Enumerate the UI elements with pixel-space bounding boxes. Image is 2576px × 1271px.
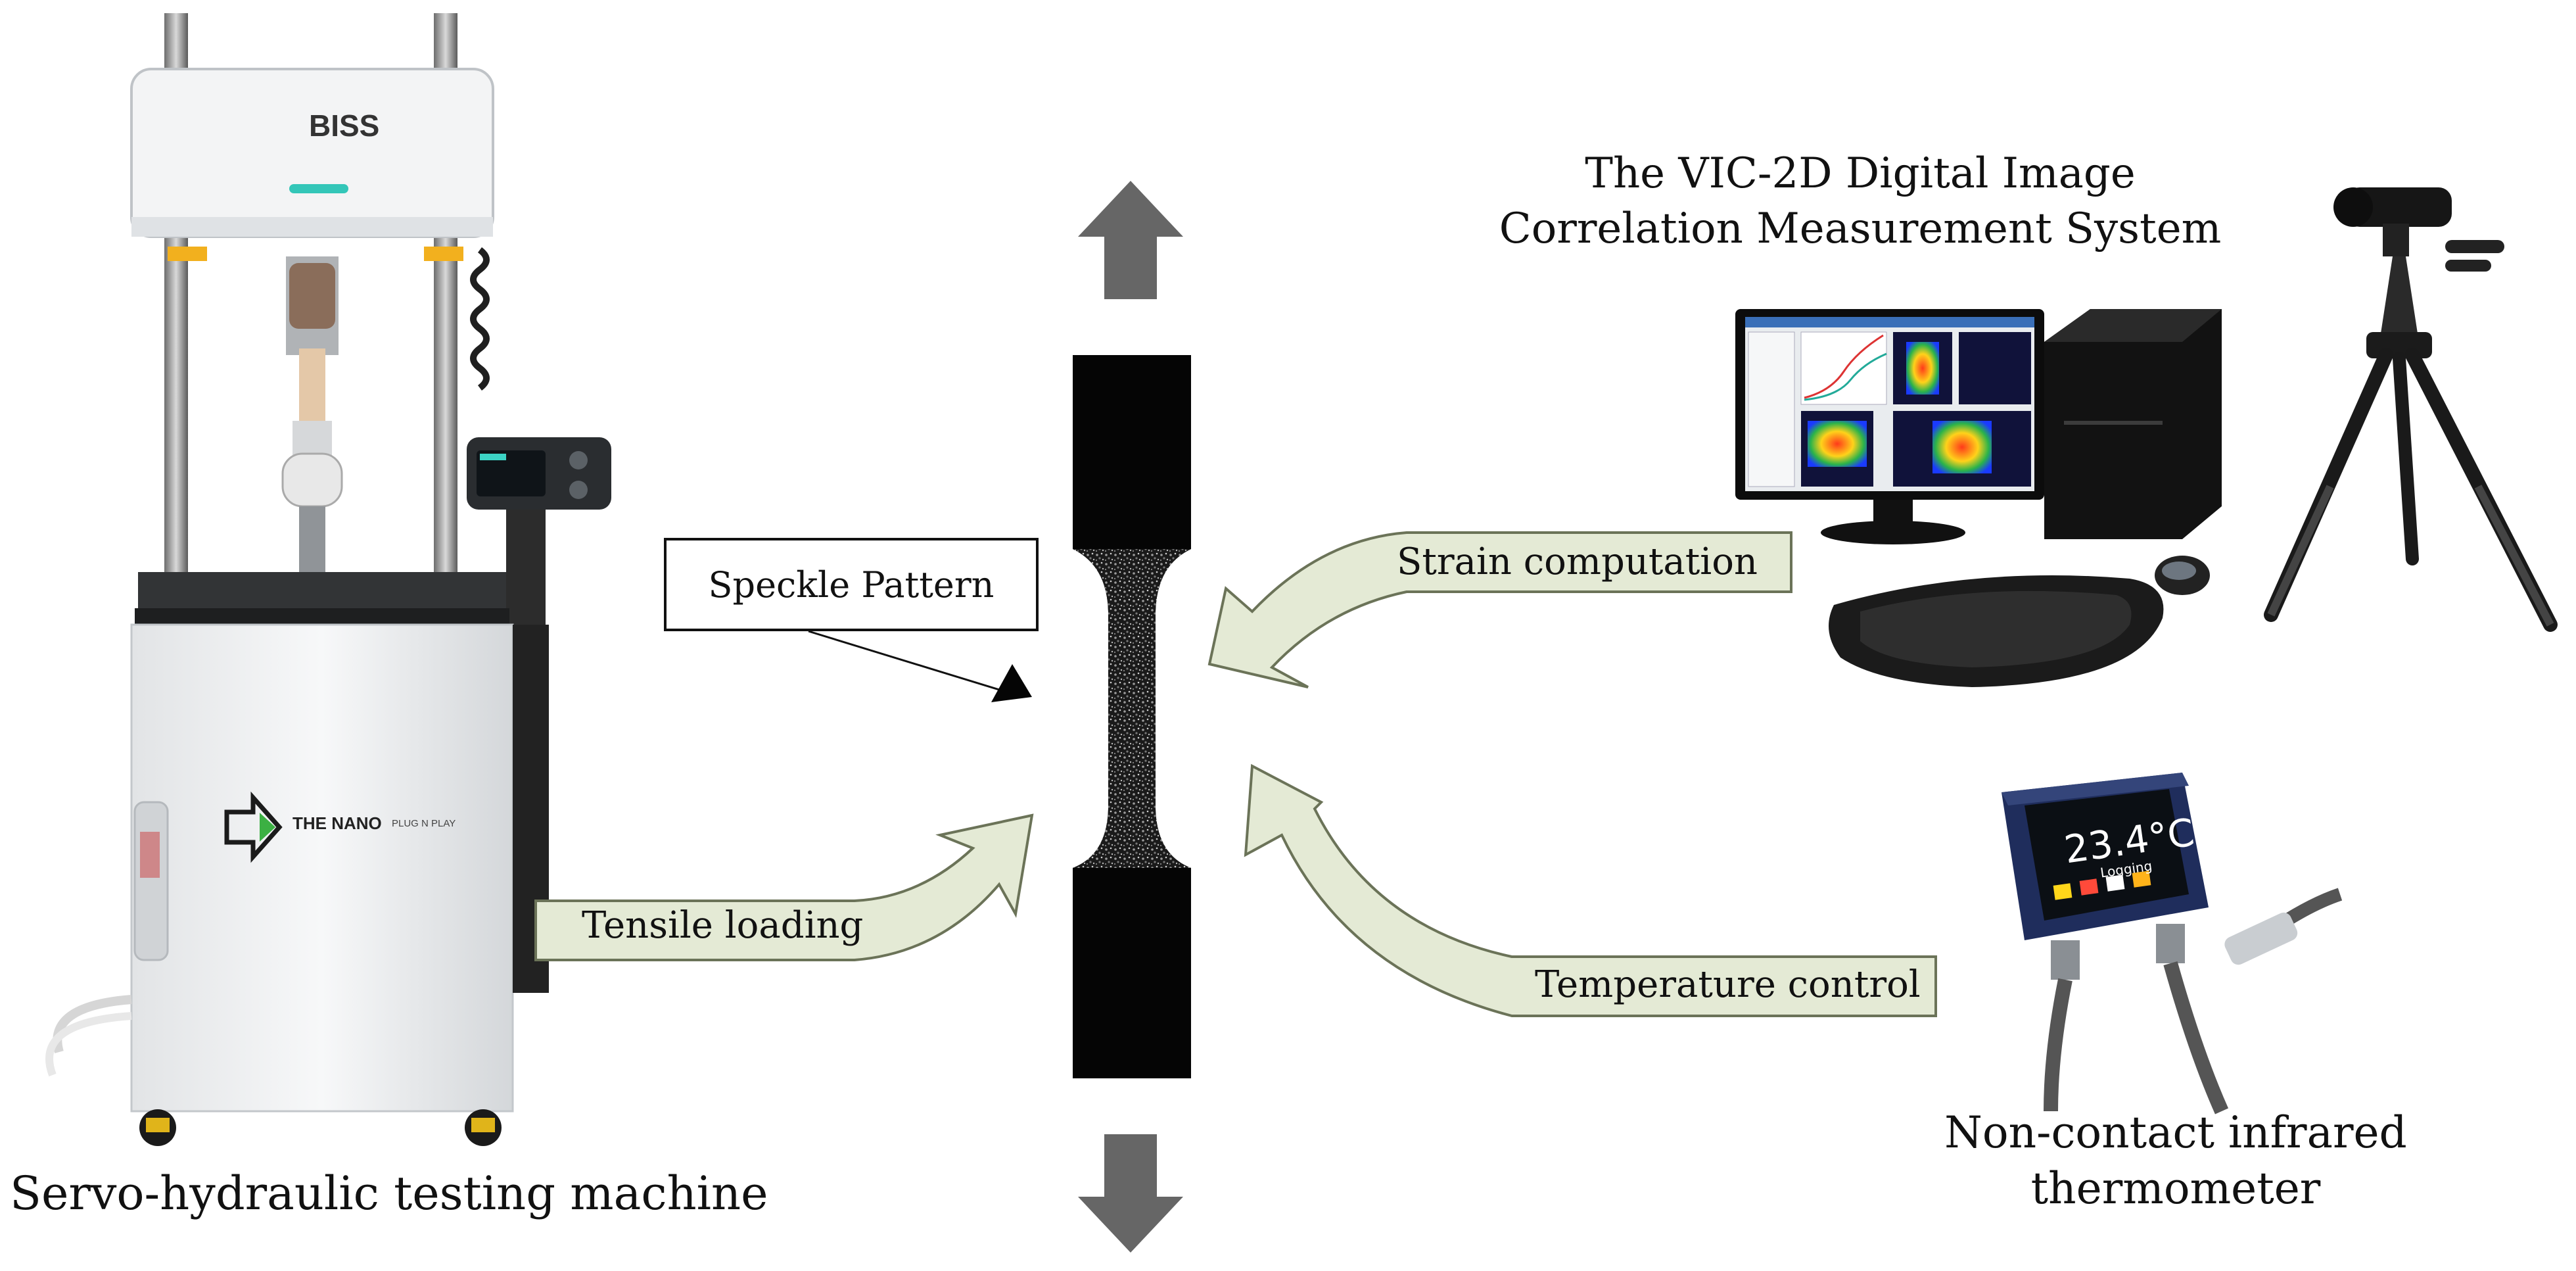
- dic-title-line2: Correlation Measurement System: [1499, 204, 2222, 253]
- machine-cabinet: [130, 623, 514, 1113]
- tensile-specimen-group: [808, 181, 1191, 1253]
- speckle-pattern-text: Speckle Pattern: [708, 564, 995, 606]
- tensile-arrow-shape: [534, 813, 1034, 961]
- dic-computer: [1735, 309, 2222, 687]
- temperature-control-label: Temperature control: [1535, 963, 1921, 1006]
- camera: [2347, 187, 2452, 227]
- load-arrow-up-icon: [1078, 181, 1183, 299]
- machine-caption: Servo-hydraulic testing machine: [10, 1166, 768, 1220]
- temperature-arrow-shape: [1244, 763, 1937, 1017]
- machine-model-sub-text: PLUG N PLAY: [392, 818, 456, 829]
- machine-model-text: THE NANO: [293, 813, 382, 833]
- strain-arrow-shape: [1207, 531, 1792, 688]
- speckle-pattern-label: Speckle Pattern: [664, 538, 1039, 631]
- tensile-loading-label: Tensile loading: [582, 904, 864, 947]
- dic-title-line1: The VIC-2D Digital Image: [1585, 149, 2136, 198]
- tripod-camera: [2264, 187, 2558, 632]
- servo-hydraulic-machine: [45, 13, 611, 1146]
- load-arrow-down-icon: [1078, 1134, 1183, 1253]
- speckle-gauge-section: [1073, 549, 1191, 868]
- speckle-pointer-icon: [991, 664, 1032, 702]
- ir-thermometer: [2002, 773, 2343, 1115]
- machine-brand-text: BISS: [309, 108, 380, 143]
- thermo-caption-line2: thermometer: [2030, 1163, 2321, 1214]
- crosshead: [130, 68, 494, 238]
- strain-computation-label: Strain computation: [1397, 540, 1758, 583]
- thermo-caption-line1: Non-contact infrared: [1944, 1107, 2407, 1158]
- ir-sensor-head: [2224, 912, 2298, 965]
